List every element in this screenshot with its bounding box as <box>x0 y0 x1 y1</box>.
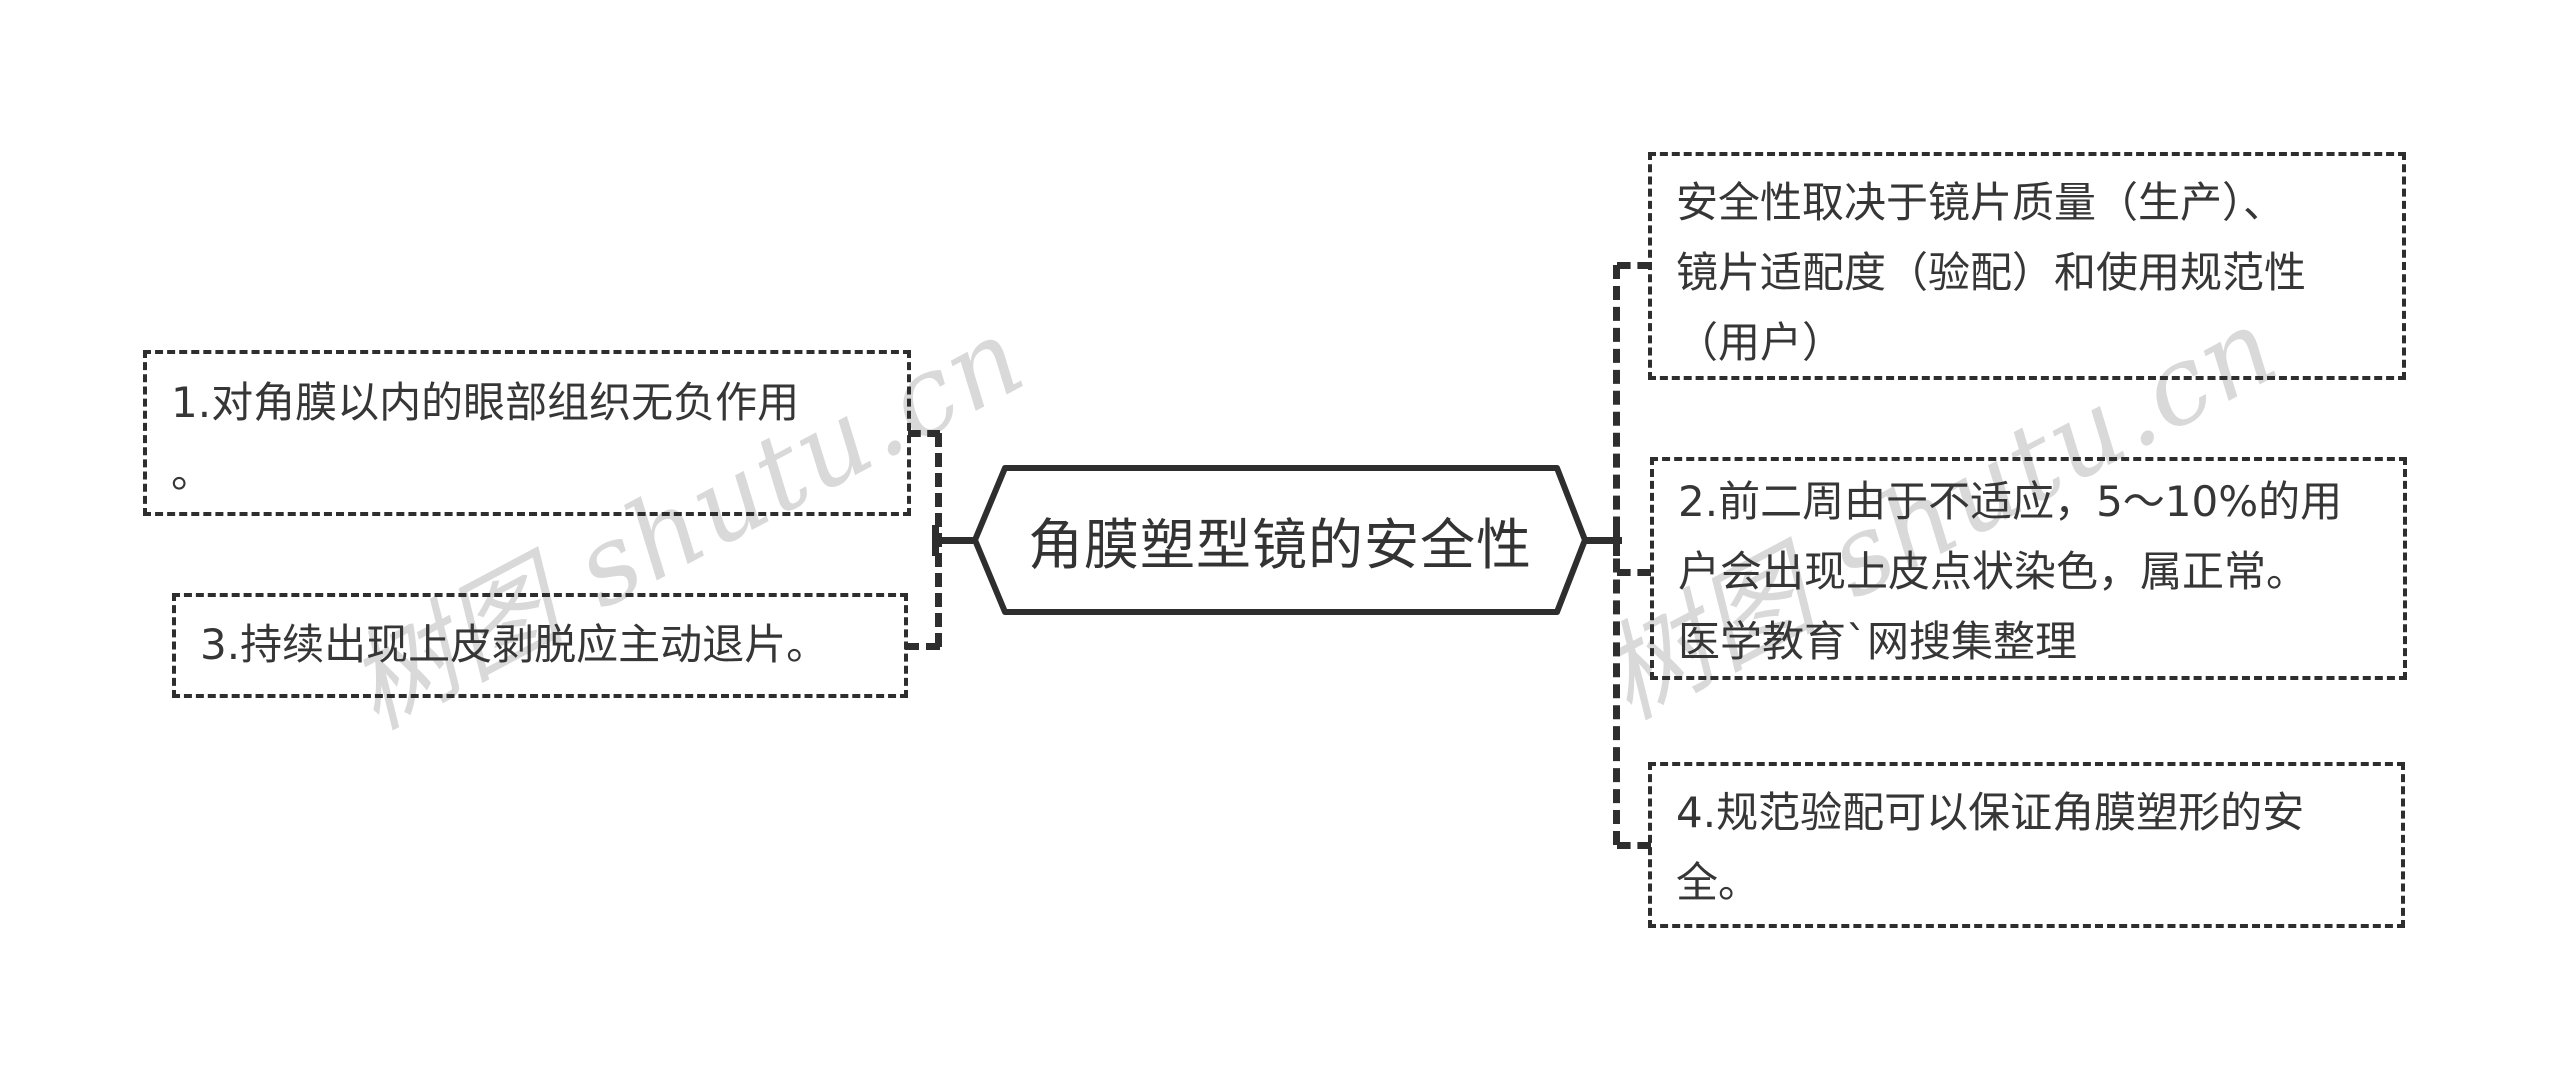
node-box-3[interactable]: 3.持续出现上皮剥脱应主动退片。 <box>172 593 908 698</box>
connector-branch-left-top <box>908 430 940 437</box>
connector-branch-right-top <box>1617 262 1651 269</box>
connector-stem-right <box>1581 537 1622 544</box>
connector-stem-left <box>936 537 980 544</box>
node-box-1[interactable]: 1.对角膜以内的眼部组织无负作用 。 <box>143 350 911 516</box>
node-text-line: 户会出现上皮点状染色，属正常。 <box>1678 547 2309 596</box>
node-text-line: 1.对角膜以内的眼部组织无负作用 <box>171 378 800 427</box>
node-text-line: 全。 <box>1676 858 1761 907</box>
node-text-line: 安全性取决于镜片质量（生产）、 <box>1676 178 2286 227</box>
node-text-line: 3.持续出现上皮剥脱应主动退片。 <box>200 620 829 669</box>
node-box-2[interactable]: 2.前二周由于不适应，5～10%的用 户会出现上皮点状染色，属正常。 医学教育`… <box>1650 457 2407 680</box>
connector-branch-right-bottom <box>1617 842 1651 849</box>
root-node[interactable]: 角膜塑型镜的安全性 <box>969 461 1591 619</box>
root-node-label: 角膜塑型镜的安全性 <box>1027 513 1532 577</box>
node-text-line: 。 <box>171 448 214 497</box>
connector-trunk-right <box>1613 265 1620 845</box>
node-text-line: 镜片适配度（验配）和使用规范性 <box>1676 248 2307 297</box>
node-text-line: 医学教育`网搜集整理 <box>1678 617 2078 666</box>
node-text-line: 2.前二周由于不适应，5～10%的用 <box>1678 477 2343 526</box>
node-text-line: 4.规范验配可以保证角膜塑形的安 <box>1676 788 2305 837</box>
node-box-safety-factors[interactable]: 安全性取决于镜片质量（生产）、 镜片适配度（验配）和使用规范性 （用户） <box>1648 152 2406 380</box>
hexagon-shape <box>972 465 1588 615</box>
node-box-4[interactable]: 4.规范验配可以保证角膜塑形的安 全。 <box>1648 762 2405 928</box>
connector-branch-right-middle <box>1617 569 1651 576</box>
node-text-line: （用户） <box>1676 318 1845 367</box>
connector-branch-left-bottom <box>905 643 940 650</box>
connector-trunk-left <box>935 433 942 647</box>
